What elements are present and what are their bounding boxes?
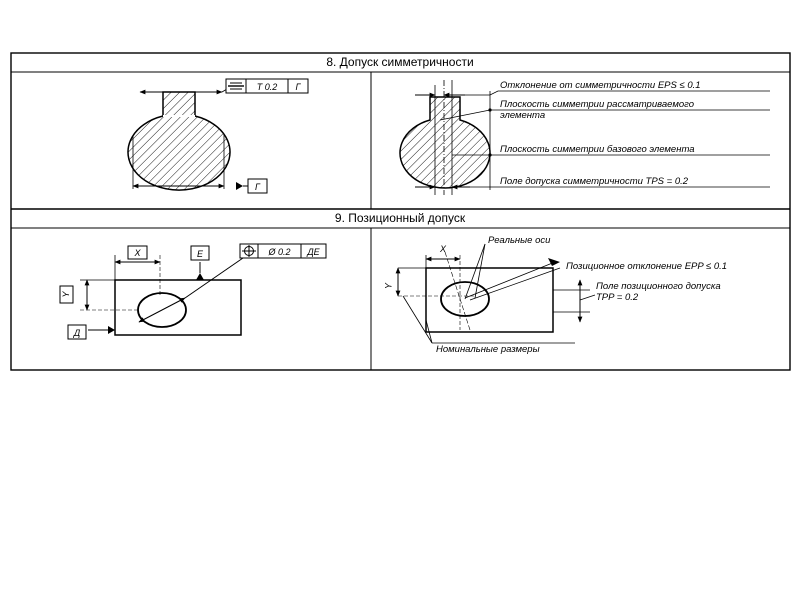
- position-symbol-icon: [242, 245, 256, 257]
- position-fcf: Ø 0.2 ДЕ: [239, 243, 327, 259]
- symmetry-right-drawing: [399, 80, 770, 195]
- label-plane-datum: Плоскость симметрии базового элемента: [500, 144, 695, 155]
- section-8-title: 8. Допуск симметричности: [326, 55, 473, 69]
- symmetry-left-drawing: [127, 85, 248, 191]
- label-real-axes: Реальные оси: [488, 235, 551, 246]
- label-plane-feature: Плоскость симметрии рассматриваемого: [500, 99, 694, 110]
- fcf-value: T 0.2: [257, 82, 278, 92]
- label-tps: Поле допуска симметричности TPS = 0.2: [500, 176, 689, 187]
- y-dimension-box: Y: [59, 285, 74, 304]
- svg-text:Y: Y: [61, 291, 71, 298]
- pos-y-label: Y: [383, 282, 393, 289]
- svg-text:X: X: [133, 248, 141, 258]
- datum-g-box: Г: [247, 178, 268, 194]
- fcf-datum: Г: [296, 82, 302, 92]
- pos-x-label: X: [439, 244, 447, 254]
- label-epp: Позиционное отклонение EPP ≤ 0.1: [566, 261, 727, 272]
- label-eps: Отклонение от симметричности EPS ≤ 0.1: [500, 80, 701, 91]
- symmetry-fcf: T 0.2 Г: [225, 78, 309, 94]
- datum-d-box: Д: [67, 324, 87, 340]
- table-frame: [10, 52, 791, 371]
- symmetry-symbol-icon: [228, 82, 244, 90]
- label-tpp-field: Поле позиционного допуска: [596, 281, 721, 292]
- fcf-position-value: Ø 0.2: [267, 247, 290, 257]
- fcf-position-datums: ДЕ: [306, 247, 320, 257]
- label-tpp-value: TPP = 0.2: [596, 292, 639, 303]
- datum-e-box: E: [190, 245, 210, 261]
- svg-text:Д: Д: [73, 328, 81, 338]
- label-nominal-dims: Номинальные размеры: [436, 344, 540, 355]
- position-left-drawing: [80, 255, 244, 336]
- position-right-drawing: [395, 243, 596, 344]
- label-plane-feature-2: элемента: [500, 110, 545, 121]
- x-dimension-box: X: [127, 245, 148, 260]
- section-9-title: 9. Позиционный допуск: [335, 211, 466, 225]
- svg-text:E: E: [197, 249, 204, 259]
- svg-text:Г: Г: [255, 182, 261, 192]
